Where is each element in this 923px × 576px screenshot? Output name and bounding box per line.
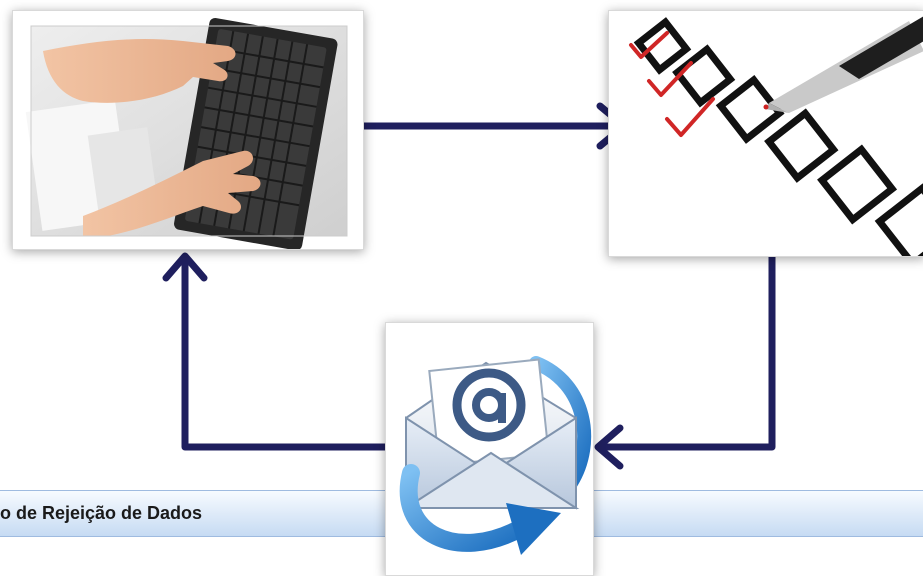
typing-hands-photo [12,10,364,250]
checklist-photo [608,10,923,257]
arrow-typing-to-checklist [351,102,628,150]
email-envelope-icon [385,322,594,576]
arrow-email-to-typing [162,252,392,451]
arrow-checklist-to-email [594,243,776,470]
form-header-title: o de Rejeição de Dados [0,503,203,523]
